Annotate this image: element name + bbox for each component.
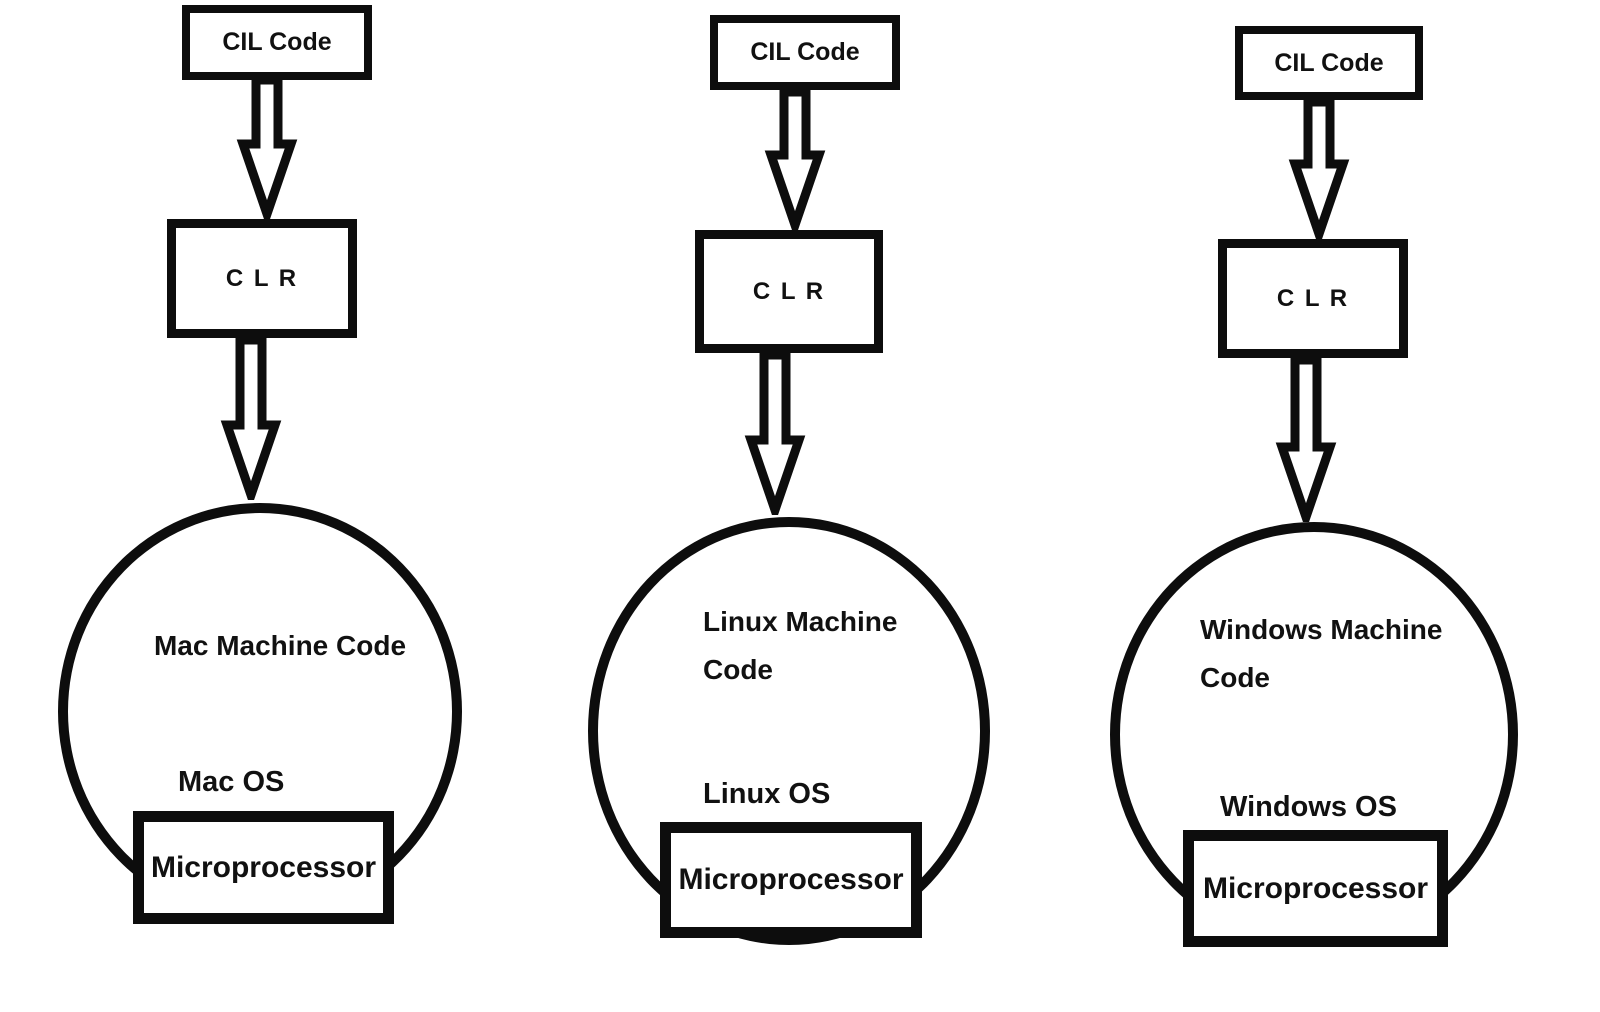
linux-cil-to-clr-arrow-icon (764, 88, 826, 230)
linux-machine-code-label: Linux Machine Code (703, 606, 898, 685)
linux-clr-box: C L R (695, 230, 883, 353)
windows-cil-to-clr-arrow-icon (1288, 98, 1350, 239)
mac-cil-code-label: CIL Code (222, 28, 332, 56)
windows-microprocessor-box: Microprocessor (1183, 830, 1448, 947)
windows-clr-label: C L R (1276, 284, 1350, 312)
mac-clr-label: C L R (225, 264, 299, 292)
windows-microprocessor-label: Microprocessor (1202, 871, 1429, 905)
windows-clr-box: C L R (1218, 239, 1408, 358)
mac-machine-code-label: Mac Machine Code (153, 630, 407, 661)
windows-os-label: Windows OS (1220, 791, 1397, 823)
windows-cil-code-label: CIL Code (1274, 48, 1384, 77)
mac-microprocessor-box: Microprocessor (133, 811, 394, 924)
mac-microprocessor-label: Microprocessor (150, 850, 377, 884)
linux-cil-code-box: CIL Code (710, 15, 900, 90)
windows-cil-code-box: CIL Code (1235, 26, 1423, 100)
windows-machine-code-label: Windows Machine Code (1200, 614, 1443, 693)
mac-os-label: Mac OS (178, 766, 285, 798)
linux-os-label: Linux OS (703, 778, 831, 810)
linux-clr-to-machine-arrow-icon (744, 351, 806, 515)
mac-clr-to-machine-arrow-icon (220, 336, 282, 500)
linux-microprocessor-label: Microprocessor (678, 863, 904, 896)
windows-clr-to-machine-arrow-icon (1275, 356, 1337, 522)
linux-clr-label: C L R (752, 277, 826, 305)
mac-cil-code-box: CIL Code (182, 5, 372, 80)
mac-clr-box: C L R (167, 219, 357, 338)
linux-cil-code-label: CIL Code (750, 38, 860, 66)
linux-microprocessor-box: Microprocessor (660, 822, 922, 938)
mac-cil-to-clr-arrow-icon (236, 76, 298, 219)
